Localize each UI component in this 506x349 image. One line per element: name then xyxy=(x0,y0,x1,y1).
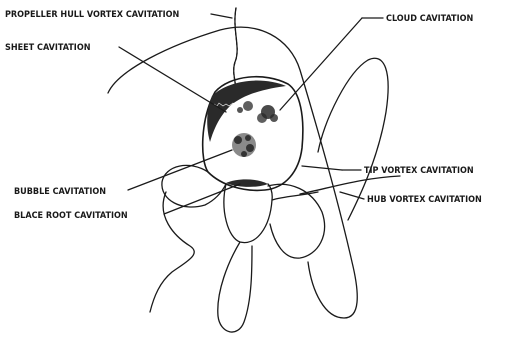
label-propeller-hull-vortex: PROPELLER HULL VORTEX CAVITATION xyxy=(5,10,180,20)
lower-blade-outline xyxy=(218,242,252,332)
label-bubble-cavitation: BUBBLE CAVITATION xyxy=(14,187,106,197)
tip-vortex-trail-upper xyxy=(108,27,357,318)
label-hub-vortex-cavitation: HUB VORTEX CAVITATION xyxy=(367,195,482,205)
cloud-cavitation-blobs xyxy=(237,101,278,123)
label-cloud-cavitation: CLOUD CAVITATION xyxy=(386,14,473,24)
label-tip-vortex-cavitation: TIP VORTEX CAVITATION xyxy=(364,166,474,176)
left-blade-outline xyxy=(162,165,226,207)
hub-vortex-rope xyxy=(300,176,400,194)
label-blade-root-cavitation: BLACE ROOT CAVITATION xyxy=(14,211,128,221)
tip-vortex-trail-lower xyxy=(150,192,194,312)
label-sheet-cavitation: SHEET CAVITATION xyxy=(5,43,91,53)
hub-outline xyxy=(224,184,272,243)
bubble-cavitation-blob xyxy=(232,133,256,157)
